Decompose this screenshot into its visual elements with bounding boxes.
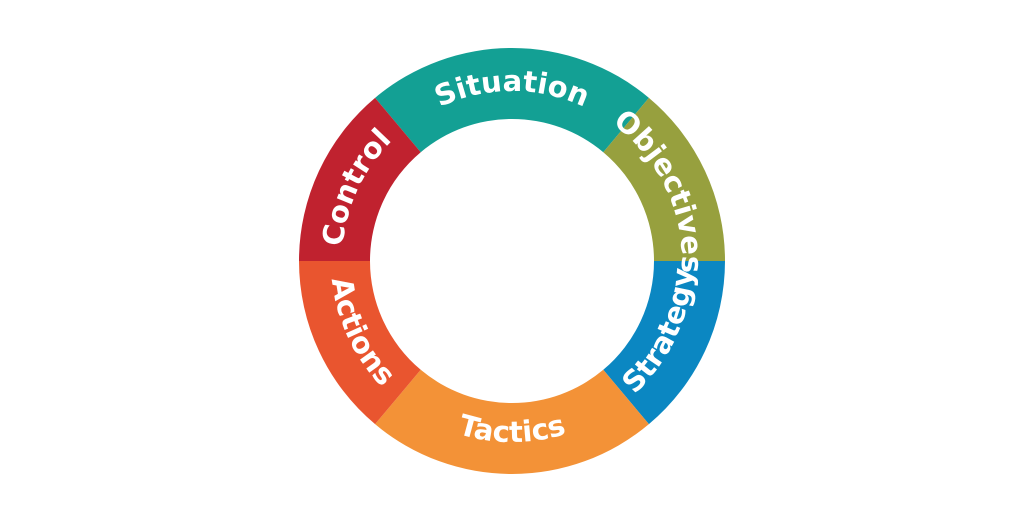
segment-actions <box>299 261 421 425</box>
segment-situation <box>375 48 649 153</box>
segment-strategy <box>603 261 725 425</box>
segment-control <box>299 97 421 261</box>
segment-tactics <box>375 369 649 474</box>
segment-objectives <box>603 97 725 261</box>
ring-segments <box>299 48 725 474</box>
